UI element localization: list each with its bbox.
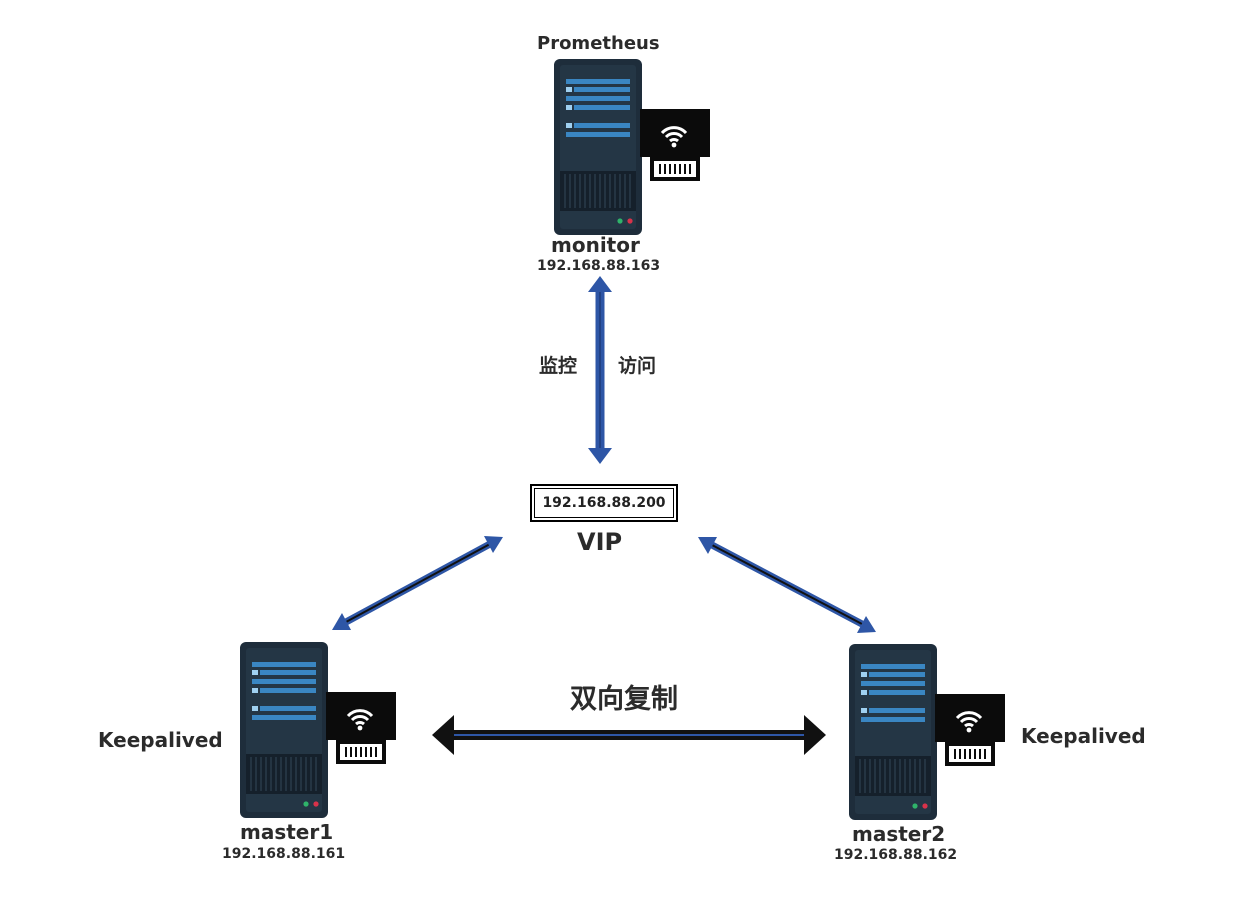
arrow-head-vip-right bbox=[698, 537, 717, 554]
vip-address-box: 192.168.88.200 bbox=[530, 484, 678, 522]
monitor-ip: 192.168.88.163 bbox=[537, 258, 661, 274]
master1-name: master1 bbox=[240, 820, 334, 844]
monitor-name: monitor bbox=[551, 233, 640, 257]
replication-link bbox=[432, 715, 826, 755]
replication-label: 双向复制 bbox=[570, 684, 678, 715]
master1-server-icon bbox=[240, 642, 398, 820]
vip-ip: 192.168.88.200 bbox=[534, 488, 674, 518]
monitor-link-right-label: 访问 bbox=[618, 355, 657, 377]
arrow-head-down bbox=[588, 448, 612, 464]
monitor-link-left-label: 监控 bbox=[539, 355, 578, 377]
master2-server-icon bbox=[849, 644, 1007, 822]
monitor-top-label: Prometheus bbox=[537, 33, 660, 54]
master2-ip: 192.168.88.162 bbox=[834, 847, 958, 863]
vip-master2-link bbox=[698, 537, 876, 633]
monitor-server-icon bbox=[554, 59, 712, 237]
monitor-vip-link bbox=[588, 276, 612, 464]
master2-name: master2 bbox=[852, 822, 946, 846]
arrow-head-vip-left bbox=[484, 536, 503, 553]
master1-side-label: Keepalived bbox=[98, 728, 223, 752]
arrow-head-right bbox=[804, 715, 826, 755]
master2-side-label: Keepalived bbox=[1021, 724, 1146, 748]
arrow-head-left bbox=[432, 715, 454, 755]
arrow-head-master1 bbox=[332, 613, 351, 630]
arrow-head-up bbox=[588, 276, 612, 292]
arrow-head-master2 bbox=[857, 616, 876, 633]
master1-ip: 192.168.88.161 bbox=[222, 846, 346, 862]
vip-master1-link bbox=[332, 536, 503, 630]
vip-label: VIP bbox=[577, 528, 623, 556]
